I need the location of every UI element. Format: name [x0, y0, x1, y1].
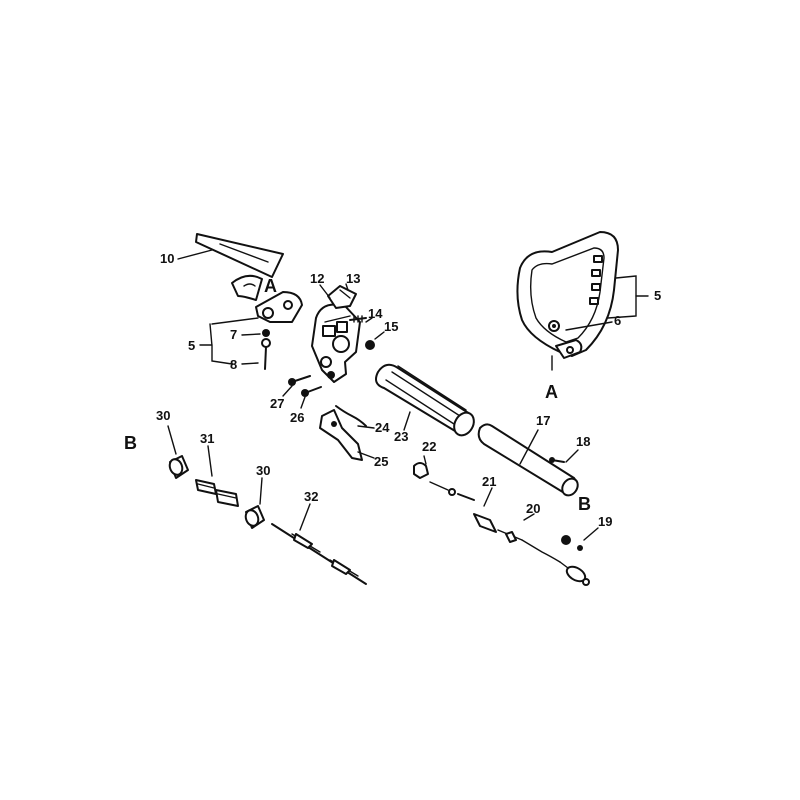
leader-10	[177, 249, 213, 260]
leader-7	[241, 333, 261, 336]
ref-b-left: B	[124, 433, 137, 453]
rollers-31	[195, 479, 239, 507]
callout-32: 32	[304, 489, 318, 504]
leader-13	[345, 283, 349, 291]
callout-17: 17	[536, 413, 550, 428]
callout-7: 7	[230, 327, 237, 342]
leader-26	[300, 396, 306, 409]
part-10-decal	[195, 233, 284, 278]
leader-23	[403, 411, 411, 431]
callout-23: 23	[394, 429, 408, 444]
ref-a-right: A	[545, 382, 558, 402]
handle-bracket-left	[255, 291, 303, 323]
callout-31: 31	[200, 431, 214, 446]
ref-b-right: B	[578, 494, 591, 514]
callout-22: 22	[422, 439, 436, 454]
bolt-8	[261, 338, 271, 370]
bushing-30-top	[168, 455, 189, 479]
callout-12: 12	[310, 271, 324, 286]
callout-27: 27	[270, 396, 284, 411]
callout-14: 14	[368, 306, 383, 321]
switch-13	[327, 285, 357, 309]
throttle-housing-12	[311, 303, 361, 383]
callout-19: 19	[598, 514, 612, 529]
shaft-32	[271, 523, 367, 585]
washer-7	[262, 329, 270, 337]
leader-24	[357, 425, 375, 429]
leader-6	[565, 321, 613, 331]
cable-20	[497, 513, 561, 563]
leader-15	[374, 331, 385, 340]
throttle-trigger-25	[319, 409, 363, 461]
callout-25: 25	[374, 454, 388, 469]
leader-18	[565, 449, 579, 463]
leader-17	[519, 429, 539, 465]
callout-26: 26	[290, 410, 304, 425]
bracket-5-left-top	[211, 317, 259, 325]
callout-24: 24	[375, 420, 390, 435]
loop-handle	[516, 231, 619, 359]
cable-end-22	[413, 462, 429, 479]
nut-15	[365, 340, 375, 350]
cable-end-loop	[559, 561, 590, 586]
leader-12	[319, 284, 331, 299]
leader-14	[365, 317, 373, 323]
leader-32	[299, 503, 311, 531]
handle-tube-17	[477, 423, 579, 497]
callout-5-right: 5	[654, 288, 661, 303]
leader-30-mid	[259, 477, 263, 505]
callout-15: 15	[384, 319, 398, 334]
cable-sleeve-21	[473, 487, 497, 533]
spring-24	[335, 405, 367, 427]
screw-26	[301, 386, 322, 397]
leader-30-top	[167, 425, 177, 455]
callout-13: 13	[346, 271, 360, 286]
bushing-30-mid	[244, 505, 265, 529]
leader-27	[282, 385, 293, 397]
callout-18: 18	[576, 434, 590, 449]
pin-18	[549, 457, 565, 463]
screw-27	[288, 375, 311, 386]
nut-19	[561, 535, 583, 551]
callout-5-left: 5	[188, 338, 195, 353]
callout-30-top: 30	[156, 408, 170, 423]
clamp-piece	[231, 274, 263, 301]
callout-8: 8	[230, 357, 237, 372]
throttle-cable	[429, 481, 475, 501]
callout-20: 20	[526, 501, 540, 516]
ref-a-left: A	[264, 276, 277, 296]
leader-19	[583, 527, 599, 541]
callout-6: 6	[614, 313, 621, 328]
leader-22	[423, 455, 427, 465]
callout-30-mid: 30	[256, 463, 270, 478]
callout-21: 21	[482, 474, 496, 489]
callout-10: 10	[160, 251, 174, 266]
grip-23	[375, 363, 475, 437]
leader-31	[207, 445, 213, 477]
screw-14	[349, 315, 367, 323]
leader-8	[241, 362, 259, 365]
leader-25	[357, 451, 375, 459]
bracket-5-left	[209, 323, 233, 365]
